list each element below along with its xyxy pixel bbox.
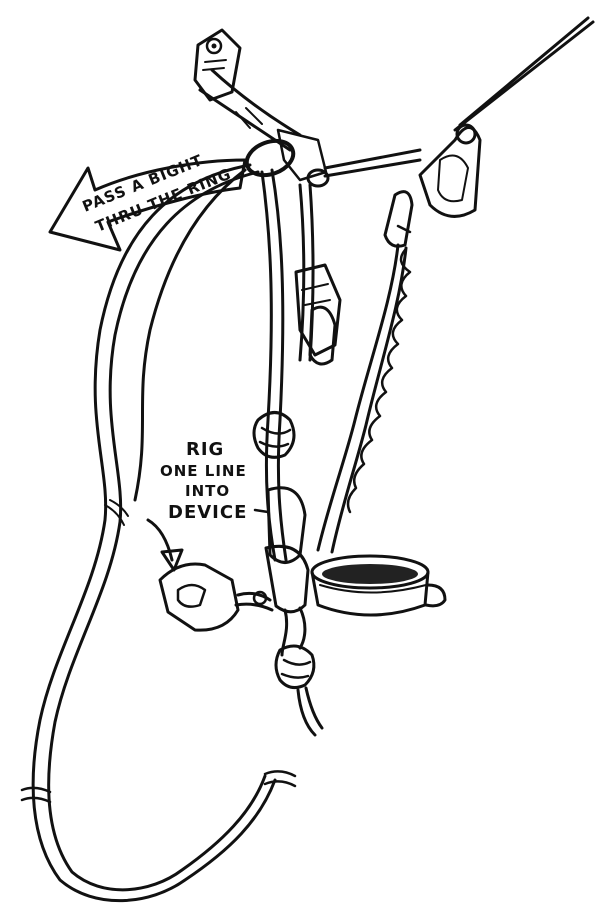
knot-upper [252,411,296,459]
rig-device [158,562,274,632]
pass-bight-arrow: PASS A BIGHT THRU THE RING [48,151,247,252]
right-pulley [383,123,482,248]
rig-label-line3: INTO [185,482,230,500]
bolt-hanger [193,28,242,102]
traverse-line [323,148,422,178]
rope-grab-upper [294,263,342,366]
webbing-ladder [316,243,412,554]
anchor-sling [198,68,328,182]
pot [310,554,447,617]
rig-pointer-arrow [104,499,184,572]
anchor-rope [453,16,595,132]
rig-label-line4: DEVICE [168,502,247,523]
middle-carabiners [253,486,310,614]
rig-label: RIG ONE LINE INTO DEVICE [160,439,247,523]
rig-label-line2: ONE LINE [160,462,247,480]
knot-lower [274,606,324,737]
rig-label-line1: RIG [186,439,224,460]
long-rope-bight [20,163,297,903]
